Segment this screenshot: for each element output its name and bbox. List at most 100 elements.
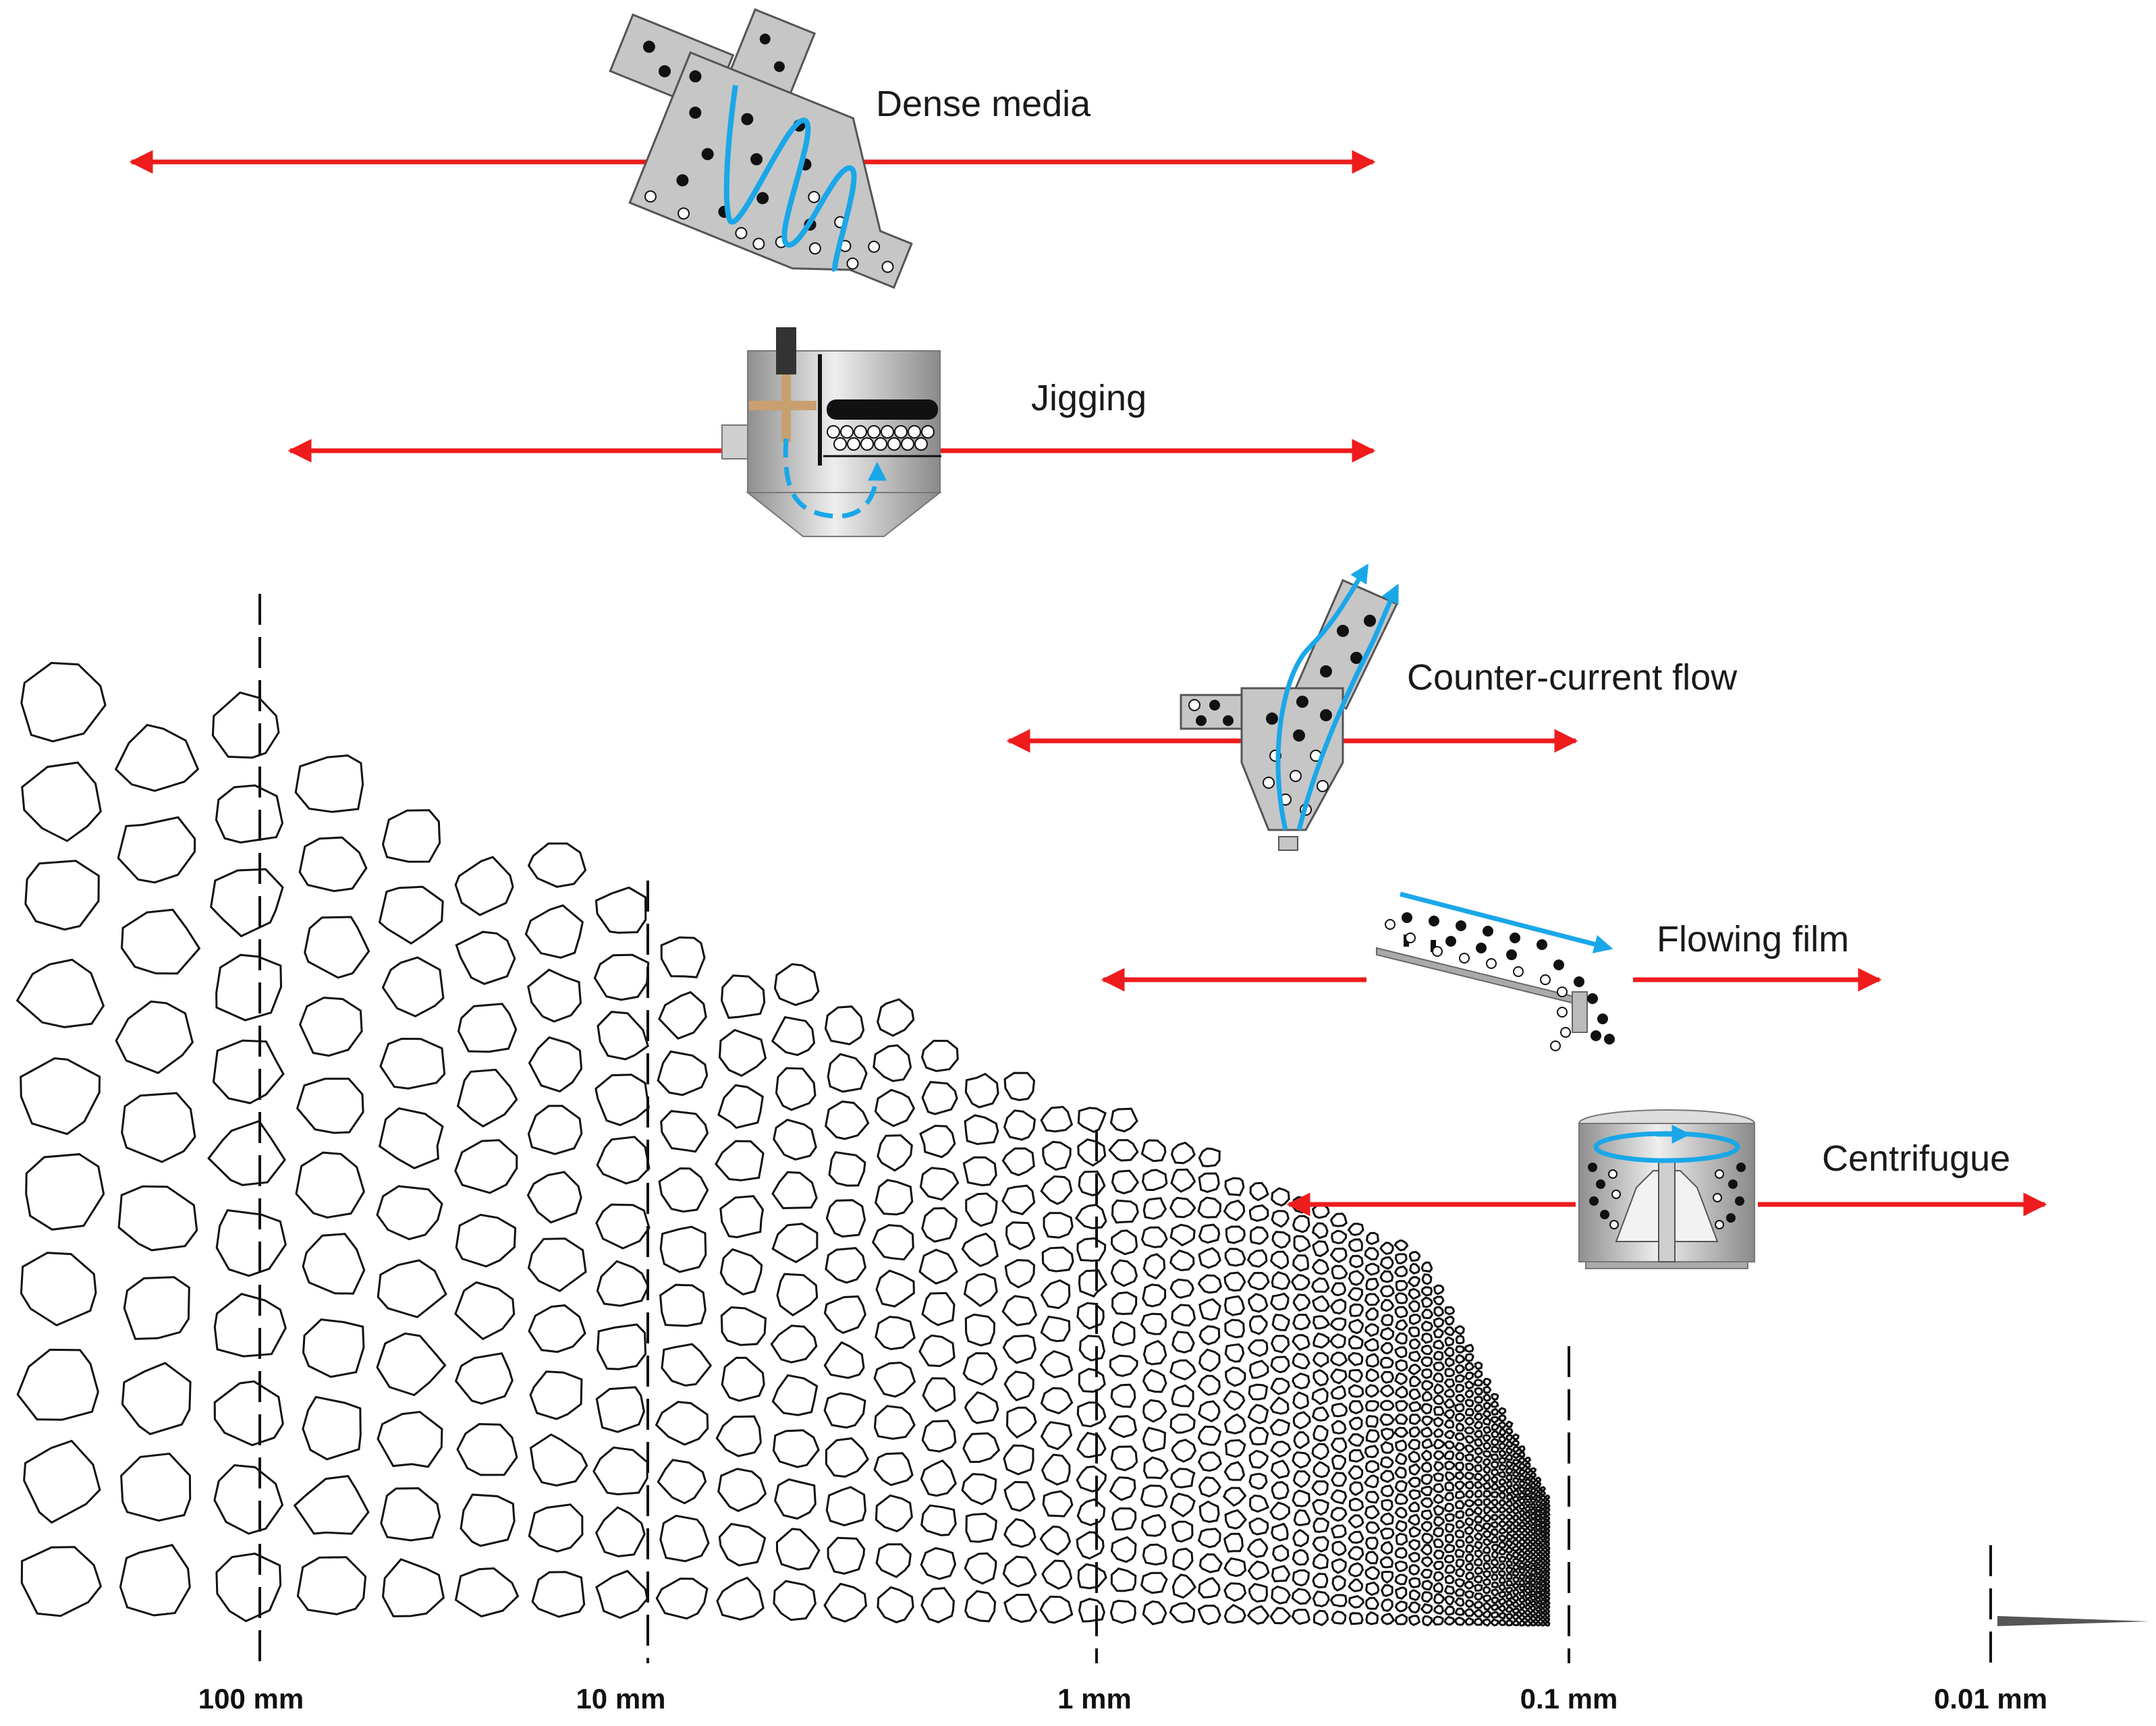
particle-grain — [1365, 1368, 1380, 1383]
particle-grain — [1512, 1477, 1520, 1484]
particle-grain — [1312, 1295, 1331, 1312]
particle-grain — [294, 754, 364, 813]
particle-grain — [720, 974, 766, 1019]
particle-grain — [1198, 1553, 1223, 1574]
particle-grain — [877, 1134, 913, 1172]
particle-grain — [1465, 1571, 1475, 1581]
particle-grain — [1292, 1313, 1311, 1331]
particle-grain — [1311, 1480, 1329, 1497]
particle-grain — [1464, 1580, 1474, 1590]
method-label-dense-media: Dense media — [876, 84, 1091, 124]
particle-grain — [1524, 1544, 1531, 1551]
particle-grain — [1535, 1567, 1541, 1574]
particle-grain — [1512, 1563, 1520, 1571]
particle-grain — [1530, 1498, 1537, 1504]
particle-grain — [1464, 1353, 1474, 1362]
particle-grain — [1491, 1430, 1499, 1439]
particle-grain — [1248, 1293, 1269, 1313]
particle-grain — [1443, 1408, 1456, 1420]
particle-grain — [1535, 1501, 1542, 1507]
particle-grain — [1545, 1549, 1551, 1555]
particle-grain — [1539, 1522, 1546, 1528]
particle-grain — [1198, 1348, 1221, 1372]
particle-grain — [1249, 1494, 1270, 1513]
particle-grain — [1042, 1490, 1074, 1518]
particle-grain — [1465, 1535, 1474, 1544]
particle-grain — [1491, 1573, 1499, 1582]
particle-grain — [1141, 1169, 1168, 1192]
particle-grain — [1505, 1606, 1514, 1613]
particle-grain — [1110, 1445, 1138, 1472]
particle-grain — [1433, 1538, 1444, 1549]
particle-grain — [1490, 1611, 1499, 1619]
particle-grain — [717, 1084, 764, 1130]
particle-grain — [1330, 1385, 1347, 1400]
particle-grain — [1381, 1584, 1393, 1597]
particle-grain — [1223, 1295, 1246, 1316]
particle-grain — [1421, 1308, 1433, 1320]
particle-grain — [1292, 1411, 1311, 1430]
particle-grain — [1530, 1543, 1537, 1551]
particle-grain — [1512, 1588, 1520, 1596]
particle-grain — [922, 1377, 956, 1412]
particle-grain — [377, 1410, 443, 1468]
particle-grain — [1140, 1312, 1167, 1335]
particle-grain — [1433, 1461, 1445, 1472]
particle-grain — [1455, 1509, 1465, 1520]
particle-grain — [1394, 1600, 1408, 1613]
particle-grain — [1464, 1371, 1474, 1381]
particle-grain — [1498, 1584, 1507, 1592]
particle-grain — [918, 1334, 956, 1368]
particle-grain — [1524, 1615, 1532, 1621]
particle-grain — [1505, 1500, 1513, 1507]
particle-grain — [828, 1151, 866, 1187]
particle-grain — [1535, 1496, 1542, 1503]
particle-grain — [1545, 1511, 1551, 1518]
particle-grain — [1395, 1279, 1408, 1292]
particle-grain — [1312, 1368, 1329, 1387]
particle-grain — [1474, 1361, 1483, 1370]
particle-grain — [293, 1474, 370, 1535]
particle-grain — [1040, 1105, 1074, 1133]
particle-grain — [719, 1195, 765, 1239]
particle-grain — [1292, 1549, 1310, 1566]
particle-grain — [1444, 1595, 1455, 1606]
particle-grain — [1535, 1491, 1541, 1497]
particle-grain — [1003, 1109, 1036, 1141]
particle-grain — [1474, 1583, 1483, 1592]
particle-grain — [454, 1281, 516, 1341]
particle-grain — [1490, 1491, 1499, 1499]
particle-grain — [1330, 1437, 1348, 1454]
particle-grain — [1420, 1403, 1433, 1415]
particle-grain — [1530, 1600, 1537, 1607]
particle-grain — [875, 1269, 915, 1308]
particle-grain — [1545, 1583, 1551, 1589]
particle-grain — [1292, 1489, 1310, 1507]
particle-grain — [1505, 1428, 1514, 1435]
particle-grain — [1512, 1557, 1520, 1565]
particle-grain — [1443, 1450, 1455, 1460]
particle-grain — [1074, 1204, 1107, 1229]
particle-size-field — [16, 661, 2149, 1627]
particle-grain — [1512, 1570, 1520, 1578]
particle-grain — [1545, 1545, 1551, 1551]
particle-grain — [1039, 1525, 1072, 1556]
particle-grain — [1198, 1247, 1221, 1269]
particle-grain — [1473, 1617, 1483, 1626]
particle-grain — [1535, 1592, 1541, 1598]
particle-grain — [1518, 1544, 1526, 1551]
particle-grain — [1540, 1499, 1547, 1505]
particle-grain — [1408, 1489, 1421, 1501]
particle-grain — [1329, 1352, 1348, 1367]
particle-grain — [1498, 1562, 1506, 1571]
particle-grain — [1518, 1445, 1526, 1452]
particle-grain — [1540, 1598, 1546, 1605]
particle-grain — [1544, 1617, 1550, 1623]
particle-grain — [1395, 1439, 1408, 1453]
particle-grain — [1394, 1385, 1409, 1399]
particle-grain — [1530, 1477, 1537, 1484]
particle-grain — [1524, 1489, 1532, 1496]
particle-grain — [1433, 1527, 1444, 1538]
particle-grain — [1540, 1553, 1546, 1559]
particle-grain — [1329, 1368, 1348, 1385]
